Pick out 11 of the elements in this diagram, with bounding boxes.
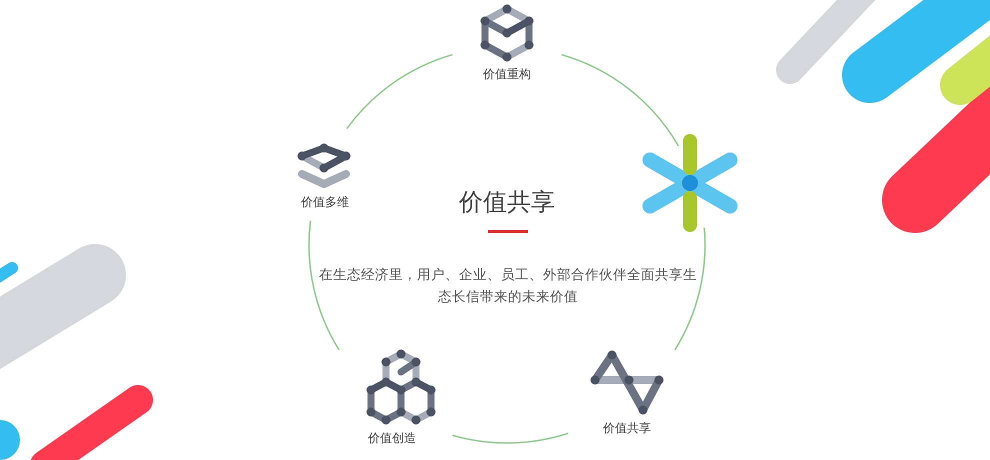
description-text: 在生态经济里，用户、企业、员工、外部合作伙伴全面共享生态长信带来的未来价值 — [318, 266, 698, 306]
ring-arc — [561, 54, 680, 146]
node-label: 价值多维 — [301, 194, 349, 211]
node-label: 价值重构 — [483, 66, 531, 83]
node-label: 价值共享 — [603, 420, 651, 437]
title: 价值共享 — [458, 188, 556, 218]
ring-arc — [674, 228, 706, 350]
ring-arc — [452, 432, 568, 444]
ring-arc — [346, 54, 453, 130]
ring-arc — [308, 220, 340, 350]
node-label: 价值创造 — [368, 430, 416, 447]
